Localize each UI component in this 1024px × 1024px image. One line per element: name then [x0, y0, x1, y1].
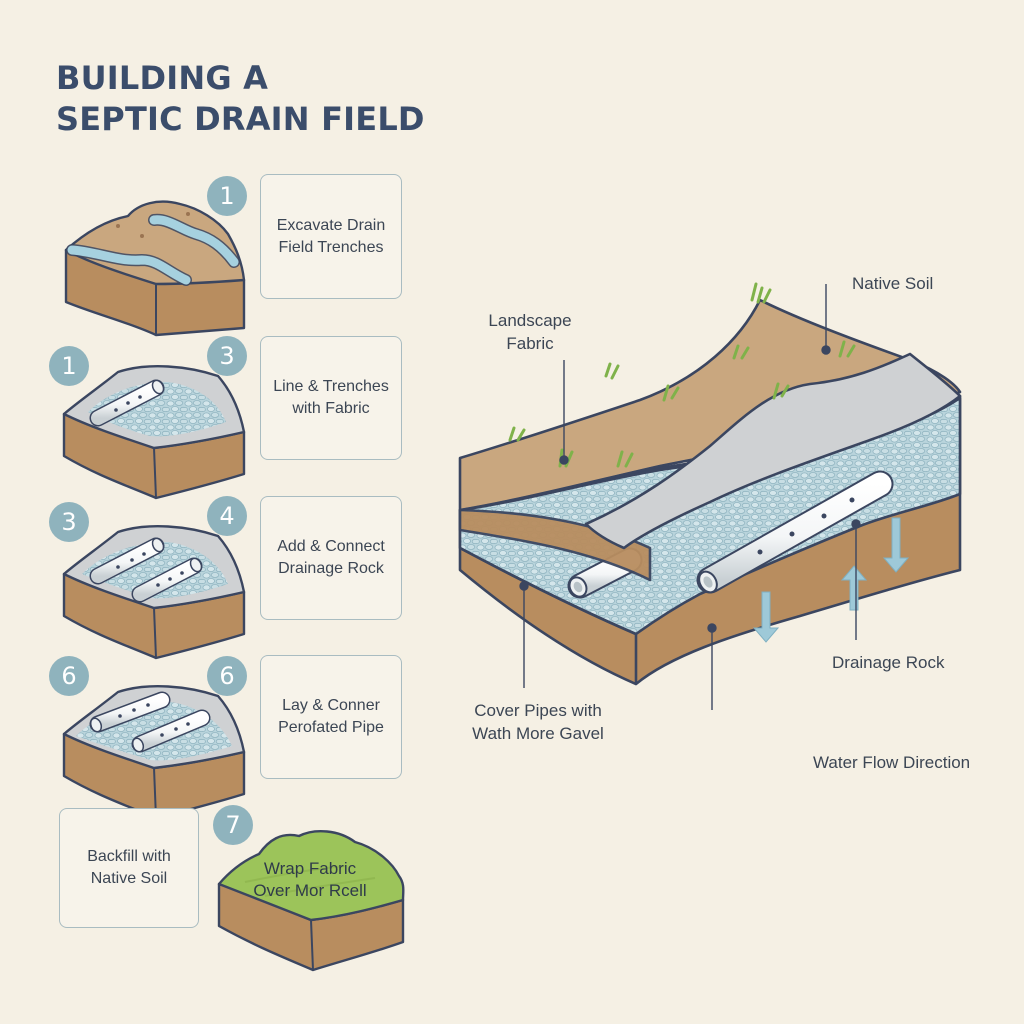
step-5-text-box: Backfill with Native Soil — [59, 808, 199, 928]
callout-landscape-fabric-line-2: Fabric — [470, 332, 590, 355]
step-4-text-box: Lay & Conner Perofated Pipe — [260, 655, 402, 779]
step-3-text-line-1: Add & Connect — [277, 536, 385, 558]
title-line-2: SEPTIC DRAIN FIELD — [56, 99, 425, 140]
step-4-number-badge-right: 6 — [207, 656, 247, 696]
step-1-text-box: Excavate Drain Field Trenches — [260, 174, 402, 299]
step-2-text-box: Line & Trenches with Fabric — [260, 336, 402, 460]
callout-landscape-fabric-line-1: Landscape — [470, 309, 590, 332]
step-5-text-line-2: Native Soil — [91, 868, 167, 890]
step-5-overlay-label: Wrap Fabric Over Mor Rcell — [240, 858, 380, 902]
step-3-text-line-2: Drainage Rock — [278, 558, 384, 580]
callout-cover-pipes: Cover Pipes with Wath More Gavel — [460, 699, 616, 745]
callout-cover-pipes-line-2: Wath More Gavel — [460, 722, 616, 745]
step-4-number-badge-left: 6 — [49, 656, 89, 696]
step-1-text-line-1: Excavate Drain — [277, 215, 386, 237]
step-5-overlay-line-1: Wrap Fabric — [240, 858, 380, 880]
step-2-text-line-1: Line & Trenches — [273, 376, 389, 398]
step-5-text-line-1: Backfill with — [87, 846, 171, 868]
step-4-text-line-2: Perofated Pipe — [278, 717, 384, 739]
step-5-number-badge: 7 — [213, 805, 253, 845]
step-2-number-badge-right: 3 — [207, 336, 247, 376]
callout-landscape-fabric: Landscape Fabric — [470, 309, 590, 355]
callout-native-soil: Native Soil — [852, 272, 933, 295]
callout-water-flow-direction: Water Flow Direction — [813, 751, 970, 774]
callout-drainage-rock: Drainage Rock — [832, 651, 944, 674]
step-1-text-line-2: Field Trenches — [279, 237, 384, 259]
step-2-text-line-2: with Fabric — [292, 398, 369, 420]
step-2-number-badge-left: 1 — [49, 346, 89, 386]
step-5-overlay-line-2: Over Mor Rcell — [240, 880, 380, 902]
step-3-number-badge-right: 4 — [207, 496, 247, 536]
step-1-number-badge: 1 — [207, 176, 247, 216]
callout-cover-pipes-line-1: Cover Pipes with — [460, 699, 616, 722]
page-title: BUILDING A SEPTIC DRAIN FIELD — [56, 58, 425, 140]
step-4-text-line-1: Lay & Conner — [282, 695, 380, 717]
title-line-1: BUILDING A — [56, 58, 425, 99]
step-3-text-box: Add & Connect Drainage Rock — [260, 496, 402, 620]
step-3-number-badge-left: 3 — [49, 502, 89, 542]
